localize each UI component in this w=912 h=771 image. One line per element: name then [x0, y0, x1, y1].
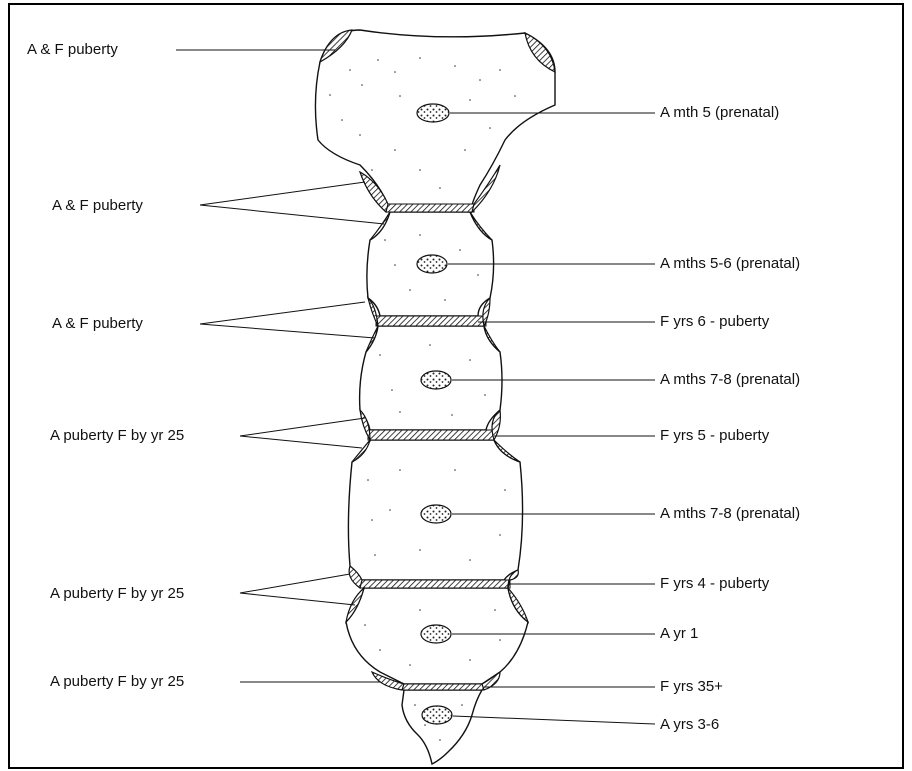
- label-right-7: F yrs 4 - puberty: [660, 575, 769, 593]
- label-right-2: A mths 5-6 (prenatal): [660, 255, 800, 273]
- segment-coccyx: [402, 690, 482, 764]
- label-left-4: A puberty F by yr 25: [50, 427, 184, 445]
- label-right-3: F yrs 6 - puberty: [660, 313, 769, 331]
- label-left-2: A & F puberty: [52, 197, 143, 215]
- label-left-1: A & F puberty: [27, 41, 118, 59]
- label-left-5: A puberty F by yr 25: [50, 585, 184, 603]
- label-right-5: F yrs 5 - puberty: [660, 427, 769, 445]
- label-right-1: A mth 5 (prenatal): [660, 104, 779, 122]
- label-left-6: A puberty F by yr 25: [50, 673, 184, 691]
- label-right-6: A mths 7-8 (prenatal): [660, 505, 800, 523]
- label-left-3: A & F puberty: [52, 315, 143, 333]
- label-right-4: A mths 7-8 (prenatal): [660, 371, 800, 389]
- label-right-8: A yr 1: [660, 625, 698, 643]
- label-right-9: F yrs 35+: [660, 678, 723, 696]
- label-right-10: A yrs 3-6: [660, 716, 719, 734]
